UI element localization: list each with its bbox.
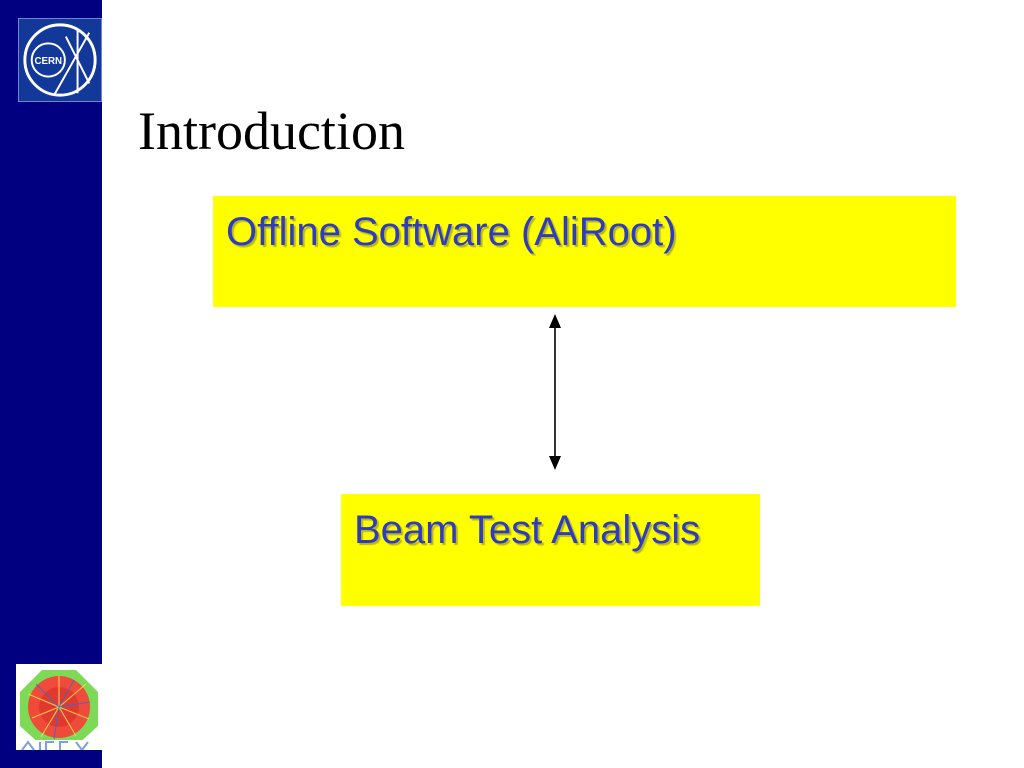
slide-title: Introduction [138, 101, 405, 161]
offline-software-box: Offline Software (AliRoot) [213, 196, 956, 307]
double-headed-arrow-icon [545, 314, 565, 470]
alice-logo-icon [16, 664, 102, 750]
beam-test-analysis-label: Beam Test Analysis [354, 508, 701, 552]
beam-test-analysis-box: Beam Test Analysis [341, 494, 760, 606]
cern-logo-text: CERN [34, 56, 62, 67]
cern-logo-icon: CERN [18, 18, 102, 102]
sidebar-band: CERN [0, 0, 102, 768]
offline-software-label: Offline Software (AliRoot) [226, 210, 677, 254]
